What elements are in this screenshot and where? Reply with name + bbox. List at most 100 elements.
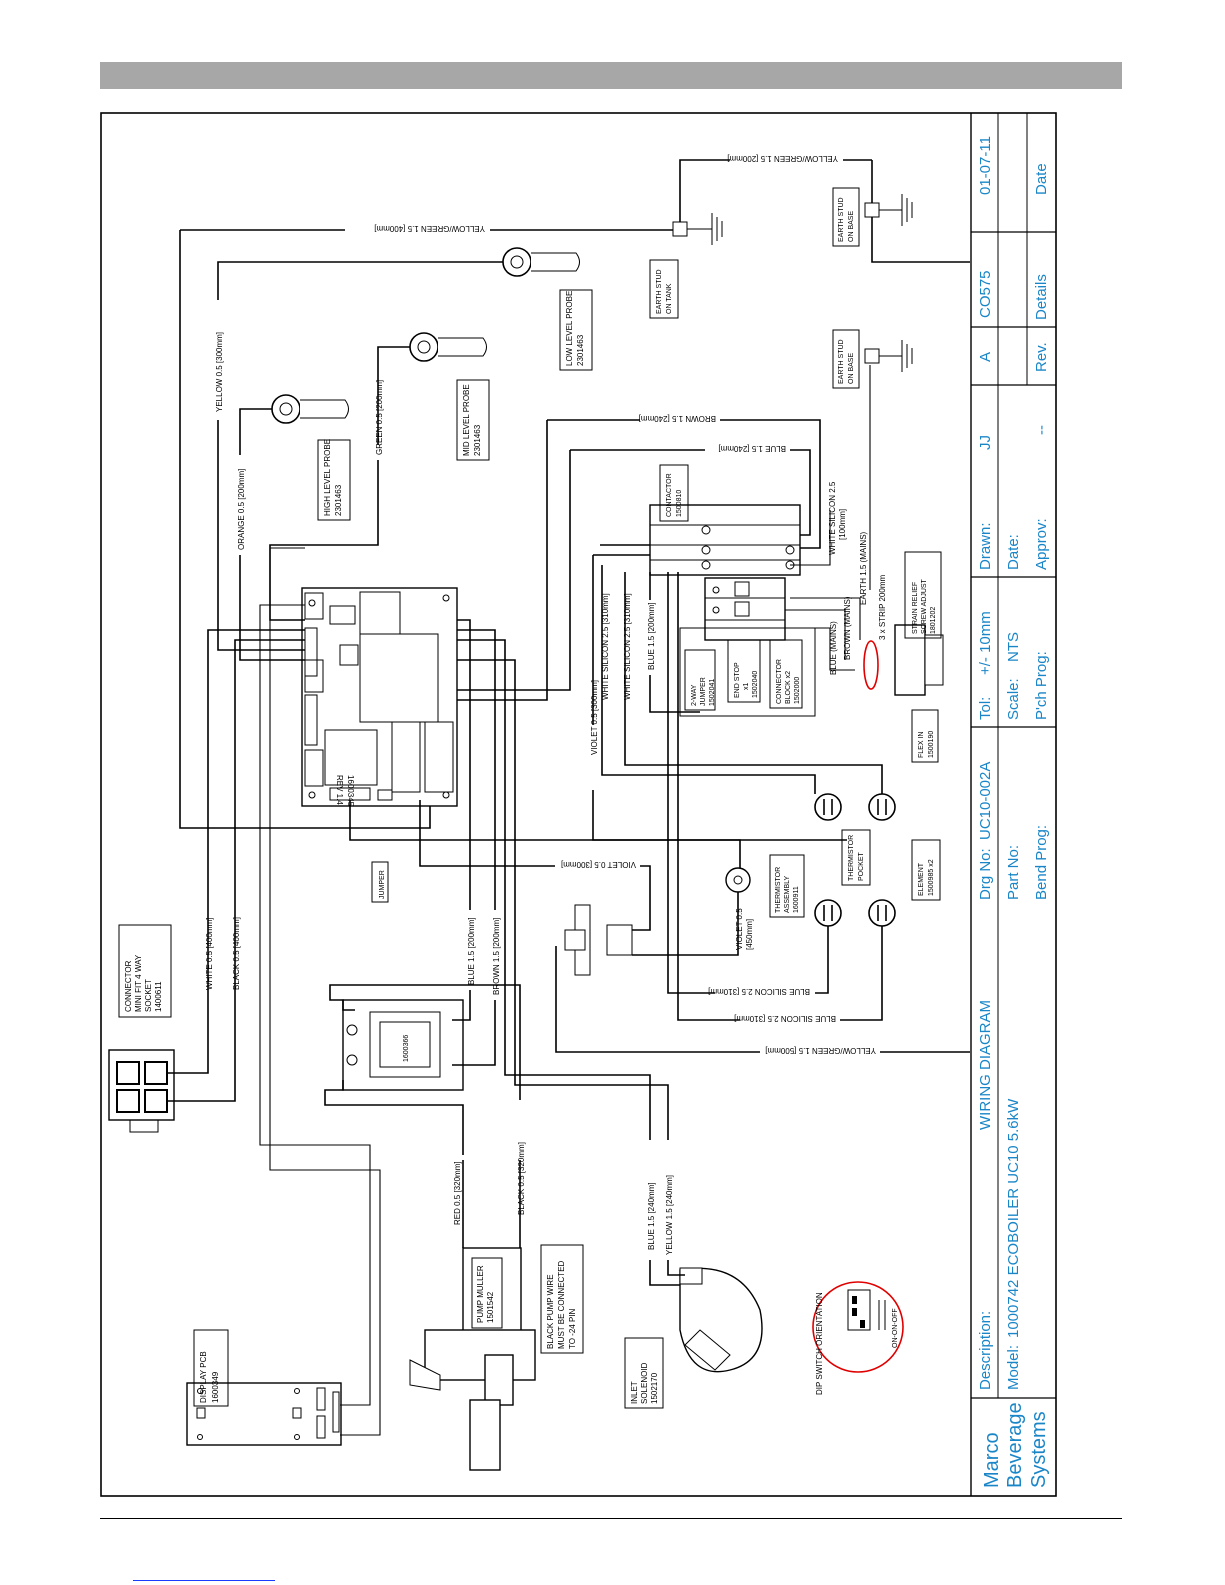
model-value: 1000742 ECOBOILER UC10 5.6kW	[1005, 1098, 1022, 1338]
svg-text:ELEMENT: ELEMENT	[918, 862, 925, 896]
svg-text:[100mm]: [100mm]	[838, 509, 847, 540]
svg-text:BLACK PUMP WIRE: BLACK PUMP WIRE	[546, 1274, 555, 1349]
svg-text:YELLOW/GREEN 1.5 [200mm]: YELLOW/GREEN 1.5 [200mm]	[727, 154, 838, 163]
svg-text:YELLOW/GREEN 1.5 [400mm]: YELLOW/GREEN 1.5 [400mm]	[374, 224, 485, 233]
tol-label: Tol:	[977, 697, 994, 720]
svg-text:WHITE SILICON 2.5 [310mm]: WHITE SILICON 2.5 [310mm]	[623, 593, 632, 700]
svg-text:GREEN 0.5 [200mm]: GREEN 0.5 [200mm]	[375, 380, 384, 455]
flex-in-cable: STRAIN RELIEF SCREW ADJUST 1801202 FLEX …	[863, 551, 944, 763]
approv-value: --	[1033, 425, 1050, 435]
display-pcb	[186, 1382, 342, 1446]
svg-text:1502170: 1502170	[650, 1372, 659, 1404]
mid-level-probe: MID LEVEL PROBE 2301463	[409, 332, 490, 461]
svg-text:CONNECTOR: CONNECTOR	[124, 960, 133, 1012]
company-line-2: Beverage	[1004, 1402, 1026, 1488]
svg-text:SOLENOID: SOLENOID	[640, 1362, 649, 1404]
svg-text:1502041: 1502041	[709, 679, 716, 706]
inlet-solenoid: INLET SOLENOID 1502170	[624, 1267, 763, 1409]
svg-text:BROWN 1.5 [200mm]: BROWN 1.5 [200mm]	[492, 918, 501, 995]
svg-text:BLUE SILICON 2.5 [310mm]: BLUE SILICON 2.5 [310mm]	[734, 1014, 836, 1023]
svg-text:VIOLET 0.5: VIOLET 0.5	[735, 908, 744, 950]
svg-text:MINI FIT 4 WAY: MINI FIT 4 WAY	[134, 954, 143, 1012]
main-pcb: 1600345 REV 1.4	[301, 587, 458, 807]
svg-text:BLACK 0.5 [400mm]: BLACK 0.5 [400mm]	[232, 917, 241, 990]
svg-text:1801202: 1801202	[930, 607, 937, 634]
pch-prog-label: P'ch Prog:	[1033, 651, 1050, 720]
rev-label: Rev.	[1033, 342, 1050, 372]
svg-text:INLET: INLET	[630, 1381, 639, 1404]
terminal-block: 2-WAY JUMPER 1502041 END STOP x1 1502040…	[679, 577, 816, 717]
svg-text:END STOP: END STOP	[734, 662, 741, 698]
svg-text:MUST BE CONNECTED: MUST BE CONNECTED	[557, 1260, 566, 1349]
svg-text:1600345: 1600345	[346, 775, 355, 807]
jumper-label: JUMPER	[371, 861, 389, 903]
svg-text:2301463: 2301463	[473, 424, 482, 456]
svg-text:1600911: 1600911	[793, 886, 800, 913]
svg-text:1501542: 1501542	[486, 1291, 495, 1323]
thermistor: THERMISTOR POCKET THERMISTOR ASSEMBLY 16…	[564, 829, 871, 976]
svg-text:LOW LEVEL PROBE: LOW LEVEL PROBE	[565, 291, 574, 366]
svg-text:HIGH LEVEL PROBE: HIGH LEVEL PROBE	[323, 439, 332, 516]
svg-text:1600366: 1600366	[403, 1035, 410, 1062]
svg-text:YELLOW/GREEN 1.5 [500mm]: YELLOW/GREEN 1.5 [500mm]	[765, 1046, 876, 1055]
date-label: Date:	[1005, 534, 1022, 570]
drawing-frame	[100, 112, 1057, 1497]
svg-text:BLUE (MAINS): BLUE (MAINS)	[829, 621, 838, 675]
svg-text:WHITE SILICON 2.5: WHITE SILICON 2.5	[828, 481, 837, 555]
pump-muller: PUMP MULLER 1501542	[409, 1247, 536, 1471]
svg-text:WHITE SILICON 2.5 [310mm]: WHITE SILICON 2.5 [310mm]	[601, 593, 610, 700]
svg-text:SCREW ADJUST: SCREW ADJUST	[921, 578, 928, 634]
mini-fit-connector	[108, 1049, 175, 1133]
drawn-label: Drawn:	[977, 522, 994, 570]
description-value: WIRING DIAGRAM	[977, 1000, 994, 1130]
earth-stud-tank: EARTH STUD ON TANK	[649, 213, 723, 319]
header-bar	[100, 62, 1122, 89]
svg-text:2301463: 2301463	[576, 334, 585, 366]
display-pcb-label: DISPLAY PCB	[199, 1351, 208, 1403]
wires	[166, 159, 970, 1436]
bend-prog-label: Bend Prog:	[1033, 825, 1050, 900]
svg-text:THERMISTOR: THERMISTOR	[848, 835, 855, 881]
drg-no-label: Drg No:	[977, 848, 994, 900]
svg-text:1500985 x2: 1500985 x2	[928, 859, 935, 896]
svg-text:1500810: 1500810	[676, 490, 683, 517]
svg-text:BROWN (MAINS): BROWN (MAINS)	[843, 596, 852, 660]
svg-text:EARTH STUD: EARTH STUD	[656, 269, 663, 314]
dip-switch-title: DIP SWITCH ORIENTATION	[815, 1292, 824, 1395]
svg-text:ASSEMBLY: ASSEMBLY	[784, 875, 791, 913]
contactor: CONTACTOR 1500810	[649, 464, 801, 576]
svg-text:BLUE 1.5 [240mm]: BLUE 1.5 [240mm]	[647, 1182, 656, 1250]
svg-text:1400611: 1400611	[154, 981, 163, 1012]
model-label: Model:	[1005, 1345, 1022, 1390]
svg-text:x1: x1	[743, 683, 750, 691]
svg-text:MID LEVEL PROBE: MID LEVEL PROBE	[462, 384, 471, 456]
svg-text:BLUE 1.5 [240mm]: BLUE 1.5 [240mm]	[718, 444, 786, 453]
footer-link-underline	[133, 1580, 275, 1581]
dip-switch: ON-ON-OFF DIP SWITCH ORIENTATION	[812, 1281, 904, 1395]
svg-text:REV 1.4: REV 1.4	[335, 775, 344, 805]
svg-text:1502040: 1502040	[752, 671, 759, 698]
svg-text:POCKET: POCKET	[858, 851, 865, 881]
drawn-value: JJ	[977, 435, 994, 450]
svg-text:SOCKET: SOCKET	[144, 979, 153, 1012]
svg-text:ON BASE: ON BASE	[848, 211, 855, 242]
svg-text:BLACK 0.5 [320mm]: BLACK 0.5 [320mm]	[517, 1142, 526, 1215]
svg-text:FLEX IN: FLEX IN	[918, 732, 925, 758]
svg-text:YELLOW 1.5 [240mm]: YELLOW 1.5 [240mm]	[665, 1175, 674, 1255]
company-line-1: Marco	[981, 1432, 1003, 1488]
title-block: Marco Beverage Systems Description: WIRI…	[971, 113, 1056, 1488]
earth-stud-base-1: EARTH STUD ON BASE	[832, 187, 913, 247]
svg-text:1502000: 1502000	[794, 677, 801, 704]
connector-label-box: CONNECTOR MINI FIT 4 WAY SOCKET 1400611	[118, 924, 172, 1018]
svg-text:YELLOW 0.5 [300mm]: YELLOW 0.5 [300mm]	[215, 332, 224, 412]
earth-stud-base-2: EARTH STUD ON BASE	[832, 329, 913, 389]
drg-no-value: UC10-002A	[977, 762, 994, 840]
svg-text:EARTH STUD: EARTH STUD	[838, 339, 845, 384]
rev-value: A	[977, 352, 994, 362]
svg-text:VIOLET 0.5 [300mm]: VIOLET 0.5 [300mm]	[590, 680, 599, 755]
company-line-3: Systems	[1028, 1411, 1050, 1488]
svg-text:VIOLET 0.5 [300mm]: VIOLET 0.5 [300mm]	[561, 860, 636, 869]
svg-text:PUMP MULLER: PUMP MULLER	[476, 1265, 485, 1323]
svg-text:BLUE SILICON 2.5 [310mm]: BLUE SILICON 2.5 [310mm]	[708, 987, 810, 996]
